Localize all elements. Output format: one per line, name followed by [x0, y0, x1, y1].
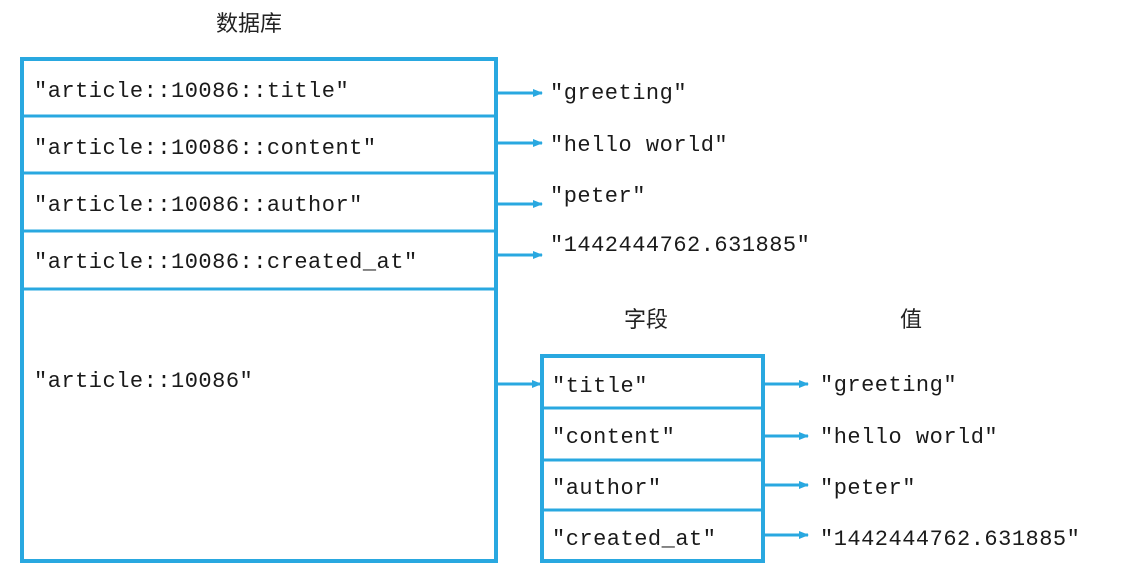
hash-value: "hello world" [820, 425, 999, 450]
string-key: "article::10086::author" [34, 193, 363, 218]
database-box [20, 57, 498, 563]
database-title: 数据库 [216, 12, 283, 37]
hash-key: "article::10086" [34, 369, 254, 394]
hash-value: "greeting" [820, 373, 958, 398]
value-column-heading: 值 [900, 308, 923, 333]
string-value: "peter" [550, 184, 646, 209]
hash-value: "peter" [820, 476, 916, 501]
hash-field: "content" [552, 425, 676, 450]
string-key: "article::10086::created_at" [34, 250, 418, 275]
string-value: "1442444762.631885" [550, 233, 811, 258]
field-column-heading: 字段 [624, 308, 669, 333]
hash-field: "created_at" [552, 527, 717, 552]
string-key: "article::10086::content" [34, 136, 377, 161]
string-value: "hello world" [550, 133, 729, 158]
hash-field: "title" [552, 374, 648, 399]
hash-field: "author" [552, 476, 662, 501]
string-value: "greeting" [550, 81, 688, 106]
hash-value: "1442444762.631885" [820, 527, 1081, 552]
string-key: "article::10086::title" [34, 79, 350, 104]
